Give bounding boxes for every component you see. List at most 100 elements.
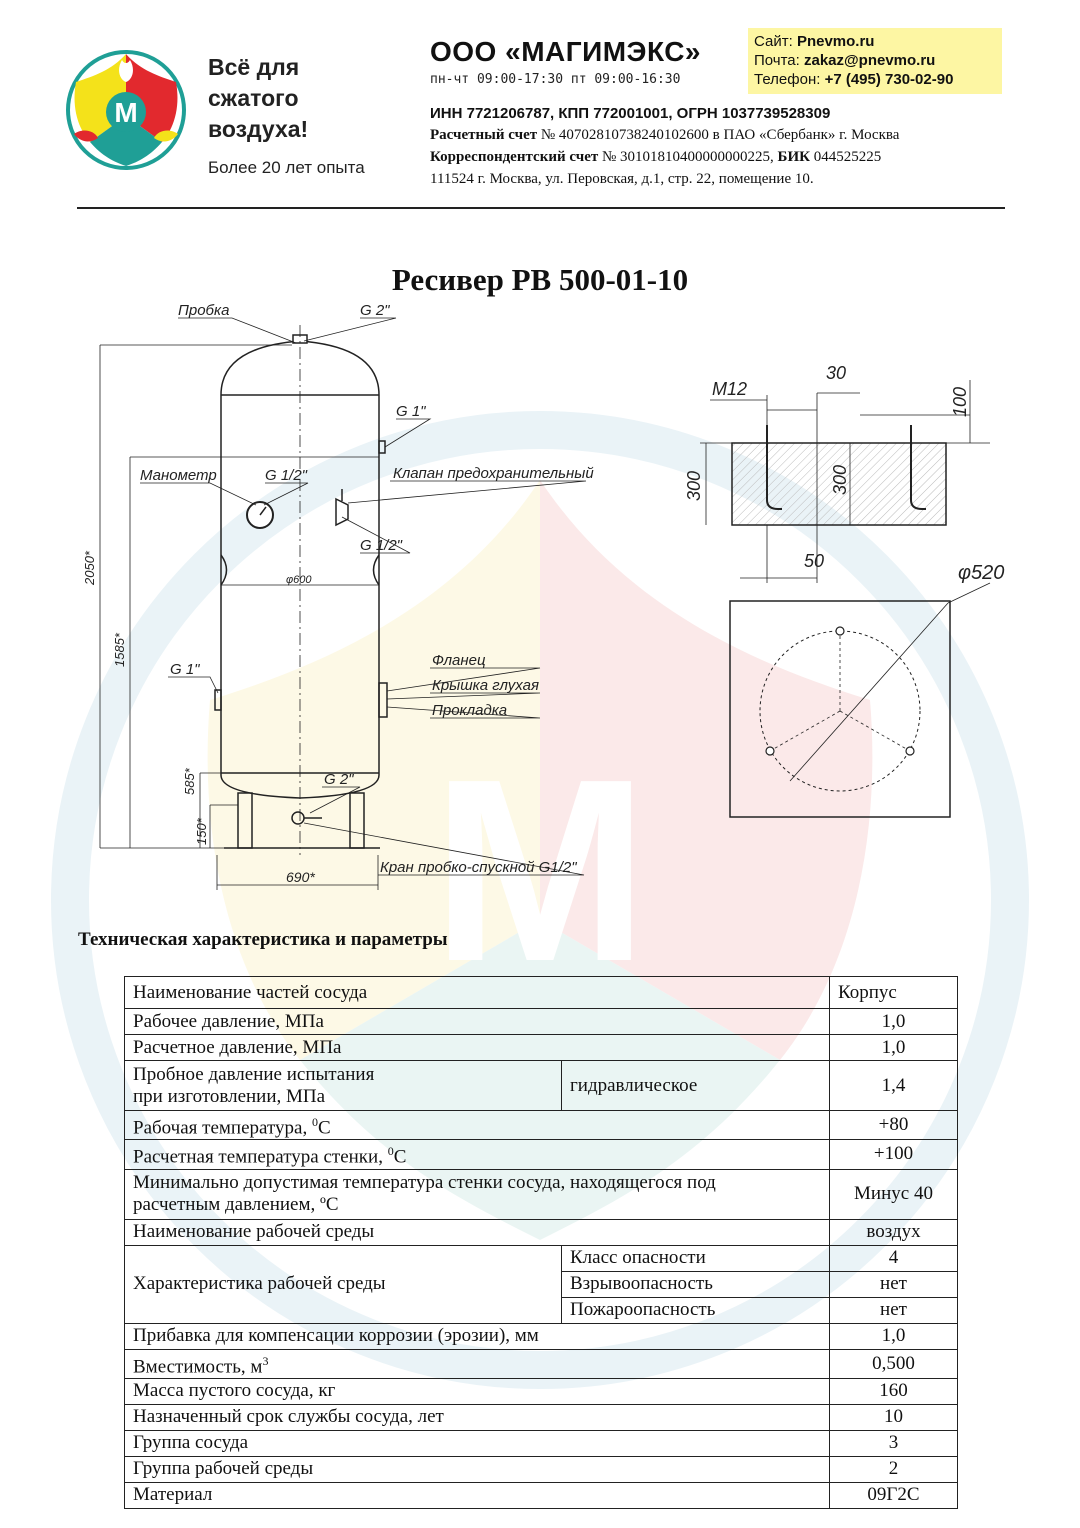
dim-100: 100 [950, 387, 970, 417]
spec-heading: Техническая характеристика и параметры [78, 929, 448, 950]
spec-label: Группа сосуда [124, 1429, 830, 1457]
spec-value: 09Г2С [829, 1481, 958, 1509]
spec-value: 10 [829, 1403, 958, 1431]
tagline-line: воздуха! [208, 116, 309, 142]
table-row: Наименование частей сосуда Корпус [124, 976, 958, 1009]
table-row: Прибавка для компенсации коррозии (эрози… [124, 1322, 958, 1350]
site-label: Сайт: [754, 33, 793, 50]
bank-account: Расчетный счет № 40702810738240102600 в … [430, 127, 899, 144]
bik-label: БИК [777, 149, 810, 165]
spec-value: 1,0 [829, 1322, 958, 1350]
spec-value: 2 [829, 1455, 958, 1483]
contact-box: Сайт: Pnevmo.ru Почта: zakaz@pnevmo.ru Т… [748, 28, 1002, 94]
spec-value: 1,4 [829, 1060, 958, 1111]
corr-account: Корреспондентский счет № 301018104000000… [430, 149, 881, 166]
spec-label: Вместимость, м3 [124, 1348, 830, 1379]
corr-value: № 30101810400000000225, [601, 149, 774, 165]
dimension-lines [99, 317, 587, 890]
spec-label: Масса пустого сосуда, кг [124, 1377, 830, 1405]
account-value: № 40702810738240102600 в ПАО «Сбербанк» … [540, 127, 900, 143]
site-line: Сайт: Pnevmo.ru [754, 32, 996, 51]
email-line: Почта: zakaz@pnevmo.ru [754, 51, 996, 70]
label-manometer: Манометр [140, 467, 217, 484]
table-row: Группа сосуда 3 [124, 1429, 958, 1457]
spec-value: +80 [829, 1109, 958, 1141]
phone-line: Телефон: +7 (495) 730-02-90 [754, 70, 996, 89]
spec-value: 4 [829, 1244, 958, 1272]
spec-value: нет [829, 1270, 958, 1298]
table-row: Пробное давление испытания при изготовле… [124, 1060, 958, 1111]
spec-label: Расчетное давление, МПа [124, 1034, 830, 1061]
dim-2050: 2050* [82, 550, 97, 586]
dim-585: 585* [182, 767, 197, 795]
dim-300-inner: 300 [830, 465, 850, 495]
bik-value: 044525225 [813, 149, 882, 165]
tagline-line: Всё для [208, 54, 300, 80]
foundation-plan: φ520 [729, 562, 1004, 818]
table-row: Наименование рабочей среды воздух [124, 1218, 958, 1246]
corr-label: Корреспондентский счет [430, 149, 599, 165]
table-row: Группа рабочей среды 2 [124, 1455, 958, 1483]
dim-m12: M12 [712, 379, 747, 399]
header-divider [77, 207, 1005, 209]
spec-value: 1,0 [829, 1008, 958, 1035]
spec-label-line: Минимально допустимая температура стенки… [133, 1172, 716, 1194]
label-g12-right: G 1/2" [360, 537, 403, 554]
manometer-icon [246, 501, 274, 529]
receiver-outline [214, 325, 388, 855]
spec-label: Прибавка для компенсации коррозии (эрози… [124, 1322, 830, 1350]
tagline-line: сжатого [208, 85, 299, 111]
dim-50: 50 [804, 551, 824, 571]
label-g2-top: G 2" [360, 302, 390, 319]
label-valve: Клапан предохранительный [393, 465, 594, 482]
spec-value: нет [829, 1296, 958, 1324]
spec-label: Пробное давление испытания при изготовле… [124, 1060, 562, 1111]
spec-label-line: Пробное давление испытания [133, 1063, 375, 1085]
label-flange: Фланец [432, 652, 486, 669]
spec-label-sup: 0 [387, 1144, 394, 1159]
label-g2-bottom: G 2" [324, 771, 354, 788]
spec-sublabel: Класс опасности [561, 1244, 830, 1272]
spec-label: Рабочая температура, 0С [124, 1109, 830, 1141]
phone-link[interactable]: +7 (495) 730-02-90 [824, 71, 954, 88]
table-row: Назначенный срок службы сосуда, лет 10 [124, 1403, 958, 1431]
label-diameter: φ600 [286, 574, 312, 586]
spec-value: 3 [829, 1429, 958, 1457]
label-g1-left: G 1" [170, 661, 200, 678]
spec-sublabel: Пожароопасность [561, 1296, 830, 1324]
company-ids: ИНН 7721206787, КПП 772001001, ОГРН 1037… [430, 105, 831, 122]
spec-label-sup: 3 [262, 1353, 269, 1368]
tagline: Всё для сжатого воздуха! [208, 52, 308, 145]
table-row: Рабочая температура, 0С +80 [124, 1109, 958, 1141]
logo-letter: М [114, 97, 137, 128]
spec-label: Рабочее давление, МПа [124, 1008, 830, 1035]
spec-value: 0,500 [829, 1348, 958, 1379]
working-hours: пн-чт 09:00-17:30 пт 09:00-16:30 [430, 72, 681, 87]
spec-label-line: при изготовлении, МПа [133, 1085, 326, 1107]
spec-value: 160 [829, 1377, 958, 1405]
table-row: Материал 09Г2С [124, 1481, 958, 1509]
table-row: Характеристика рабочей среды Класс опасн… [124, 1244, 958, 1324]
label-g12-left: G 1/2" [265, 467, 308, 484]
spec-label-text: Расчетная температура стенки, [133, 1146, 383, 1168]
experience-text: Более 20 лет опыта [208, 158, 365, 177]
site-link[interactable]: Pnevmo.ru [796, 33, 875, 50]
spec-label: Расчетная температура стенки, 0С [124, 1139, 830, 1170]
dim-d520: φ520 [958, 562, 1004, 584]
spec-label-line: расчетным давлением, ºС [133, 1194, 339, 1216]
email-link[interactable]: zakaz@pnevmo.ru [804, 52, 936, 69]
table-row: Расчетное давление, МПа 1,0 [124, 1034, 958, 1061]
spec-value-text: Корпус [838, 981, 897, 1003]
spec-table: Наименование частей сосуда Корпус Рабоче… [124, 976, 958, 1509]
table-row: Минимально допустимая температура стенки… [124, 1168, 958, 1220]
spec-label-unit: С [317, 1117, 331, 1139]
phone-label: Телефон: [754, 71, 821, 88]
spec-value: +100 [829, 1139, 958, 1170]
company-logo: М [66, 50, 186, 170]
spec-label: Группа рабочей среды [124, 1455, 830, 1483]
spec-sublabel: гидравлическое [561, 1060, 830, 1111]
dim-690: 690* [286, 869, 315, 885]
spec-label-text: Рабочая температура, [133, 1117, 308, 1139]
spec-label-unit: С [393, 1146, 407, 1168]
spec-value: воздух [829, 1218, 958, 1246]
